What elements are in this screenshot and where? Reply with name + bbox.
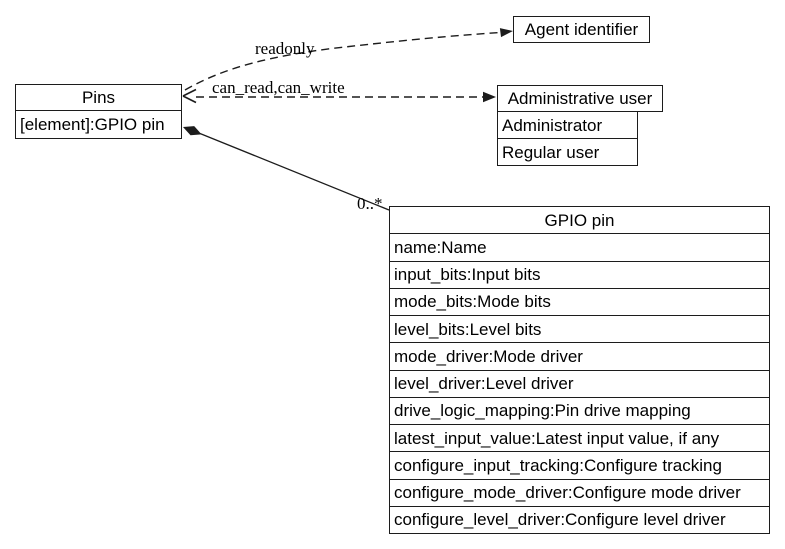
class-pins: Pins [element]:GPIO pin [15,84,182,139]
gpio-attribute-name: name:Name [390,233,769,260]
gpio-attribute-level-bits: level_bits:Level bits [390,315,769,342]
class-agent-identifier-title: Agent identifier [524,20,639,39]
composition-diamond [183,126,202,136]
class-gpio-pin-title: GPIO pin [544,210,615,230]
gpio-attribute-mode-driver: mode_driver:Mode driver [390,342,769,369]
class-agent-identifier: Agent identifier [513,16,650,43]
arrowhead-administrative-user [483,91,496,103]
variant-administrator-label: Administrator [502,115,603,135]
edge-readonly [184,31,502,91]
gpio-attribute-mode-bits: mode_bits:Mode bits [390,287,769,315]
variant-regular-user: Regular user [497,138,638,166]
gpio-attribute-latest-input-value: latest_input_value:Latest input value, i… [390,424,769,451]
edge-label-can-read-can-write: can_read,can_write [212,78,345,97]
gpio-attribute-level-driver: level_driver:Level driver [390,369,769,397]
class-gpio-pin: GPIO pin name:Name input_bits:Input bits… [389,206,770,534]
class-administrative-user: Administrative user [497,85,663,112]
gpio-attribute-configure-mode-driver: configure_mode_driver:Configure mode dri… [390,478,769,506]
variant-regular-user-label: Regular user [502,142,600,162]
variant-administrator: Administrator [497,111,638,139]
edge-label-readonly: readonly [255,39,315,58]
arrowhead-pins [182,88,197,104]
gpio-attribute-configure-input-tracking: configure_input_tracking:Configure track… [390,451,769,478]
gpio-attribute-configure-level-driver: configure_level_driver:Configure level d… [390,505,769,533]
edge-multiplicity-label: 0..* [357,194,383,213]
class-administrative-user-title: Administrative user [507,89,653,108]
gpio-attribute-drive-logic-mapping: drive_logic_mapping:Pin drive mapping [390,396,769,424]
gpio-attribute-input-bits: input_bits:Input bits [390,260,769,288]
class-pins-attribute: [element]:GPIO pin [20,115,165,134]
arrowhead-agent-identifier [499,28,513,38]
class-pins-title: Pins [16,85,181,111]
edge-composition [199,132,390,211]
